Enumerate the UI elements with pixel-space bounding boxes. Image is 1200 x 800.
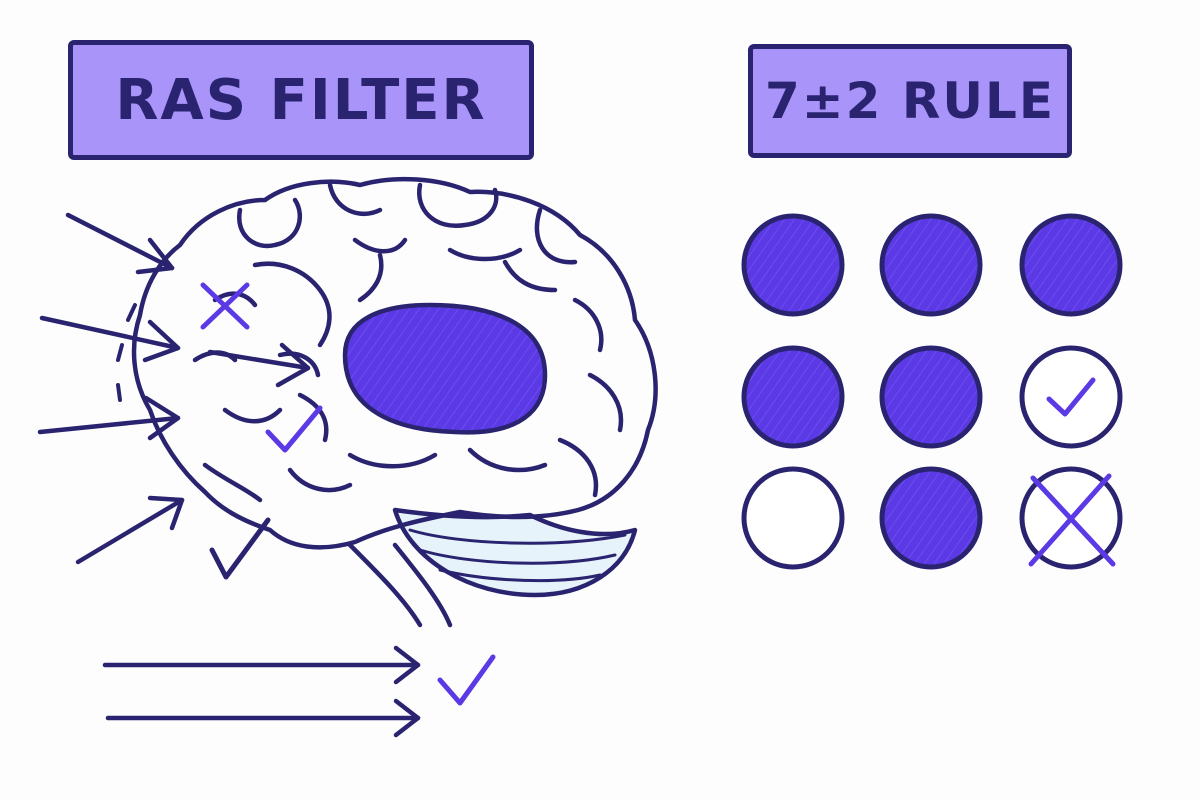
check-icon <box>1046 377 1096 417</box>
brain-fold <box>416 182 499 229</box>
slot-circle <box>879 466 983 570</box>
brain-illustration <box>131 176 658 628</box>
slot-circle <box>741 213 845 317</box>
output-arrows <box>102 645 421 738</box>
accept-check-icon <box>209 517 271 580</box>
slot-circle <box>741 466 845 570</box>
brain-fold <box>352 237 408 254</box>
cerebrum-outline <box>131 176 658 550</box>
ras-core <box>342 302 548 435</box>
slot-circle <box>1019 345 1123 449</box>
memory-slot-filled <box>879 466 983 570</box>
brain-fold <box>557 437 599 498</box>
brain-fold <box>347 452 438 469</box>
seven-plus-minus-two-title: 7±2 RULE <box>748 44 1072 158</box>
accept-check-icon <box>265 405 323 453</box>
brain-fold <box>357 252 384 303</box>
reject-x-icon <box>200 282 250 330</box>
slot-circle <box>879 213 983 317</box>
memory-slot-crossed <box>1019 466 1123 570</box>
filter-marks <box>200 282 323 580</box>
brain-fold <box>236 197 303 249</box>
filter-edge-dashes <box>116 303 137 402</box>
memory-slot-empty <box>741 466 845 570</box>
ras-filter-title: RAS FILTER <box>68 40 534 160</box>
memory-slot-checked <box>1019 345 1123 449</box>
brain-fold <box>277 351 321 378</box>
cerebellum-folds <box>408 528 627 583</box>
brain-fold <box>252 261 332 348</box>
brain-fold <box>327 182 383 217</box>
slot-circle <box>1019 213 1123 317</box>
brain-fold <box>297 392 329 443</box>
memory-slot-filled <box>879 213 983 317</box>
input-arrow <box>37 395 181 441</box>
input-arrow <box>65 212 175 275</box>
brain-fold <box>222 407 283 424</box>
input-arrow <box>75 495 185 565</box>
output-check-icon <box>437 654 496 706</box>
slot-circle <box>879 345 983 449</box>
slot-circle <box>741 345 845 449</box>
output-arrow <box>105 698 421 738</box>
memory-slot-filled <box>1019 213 1123 317</box>
brain-fold <box>287 467 353 493</box>
memory-slot-filled <box>879 345 983 449</box>
brain-fold <box>202 462 263 503</box>
brain-stem <box>347 542 453 628</box>
brain-fold <box>467 447 548 473</box>
brain-fold <box>572 297 604 353</box>
memory-slot-filled <box>741 213 845 317</box>
cross-icon <box>1030 475 1116 567</box>
brain-fold <box>534 207 578 265</box>
brain-fold <box>587 372 624 433</box>
memory-slot-filled <box>741 345 845 449</box>
inner-arrow <box>207 342 311 388</box>
cross-icon <box>1028 473 1112 567</box>
input-arrow <box>39 315 181 363</box>
memory-slot-grid <box>741 213 1123 570</box>
input-arrows <box>37 212 311 565</box>
output-arrow <box>102 645 421 685</box>
brain-fold <box>447 247 558 293</box>
